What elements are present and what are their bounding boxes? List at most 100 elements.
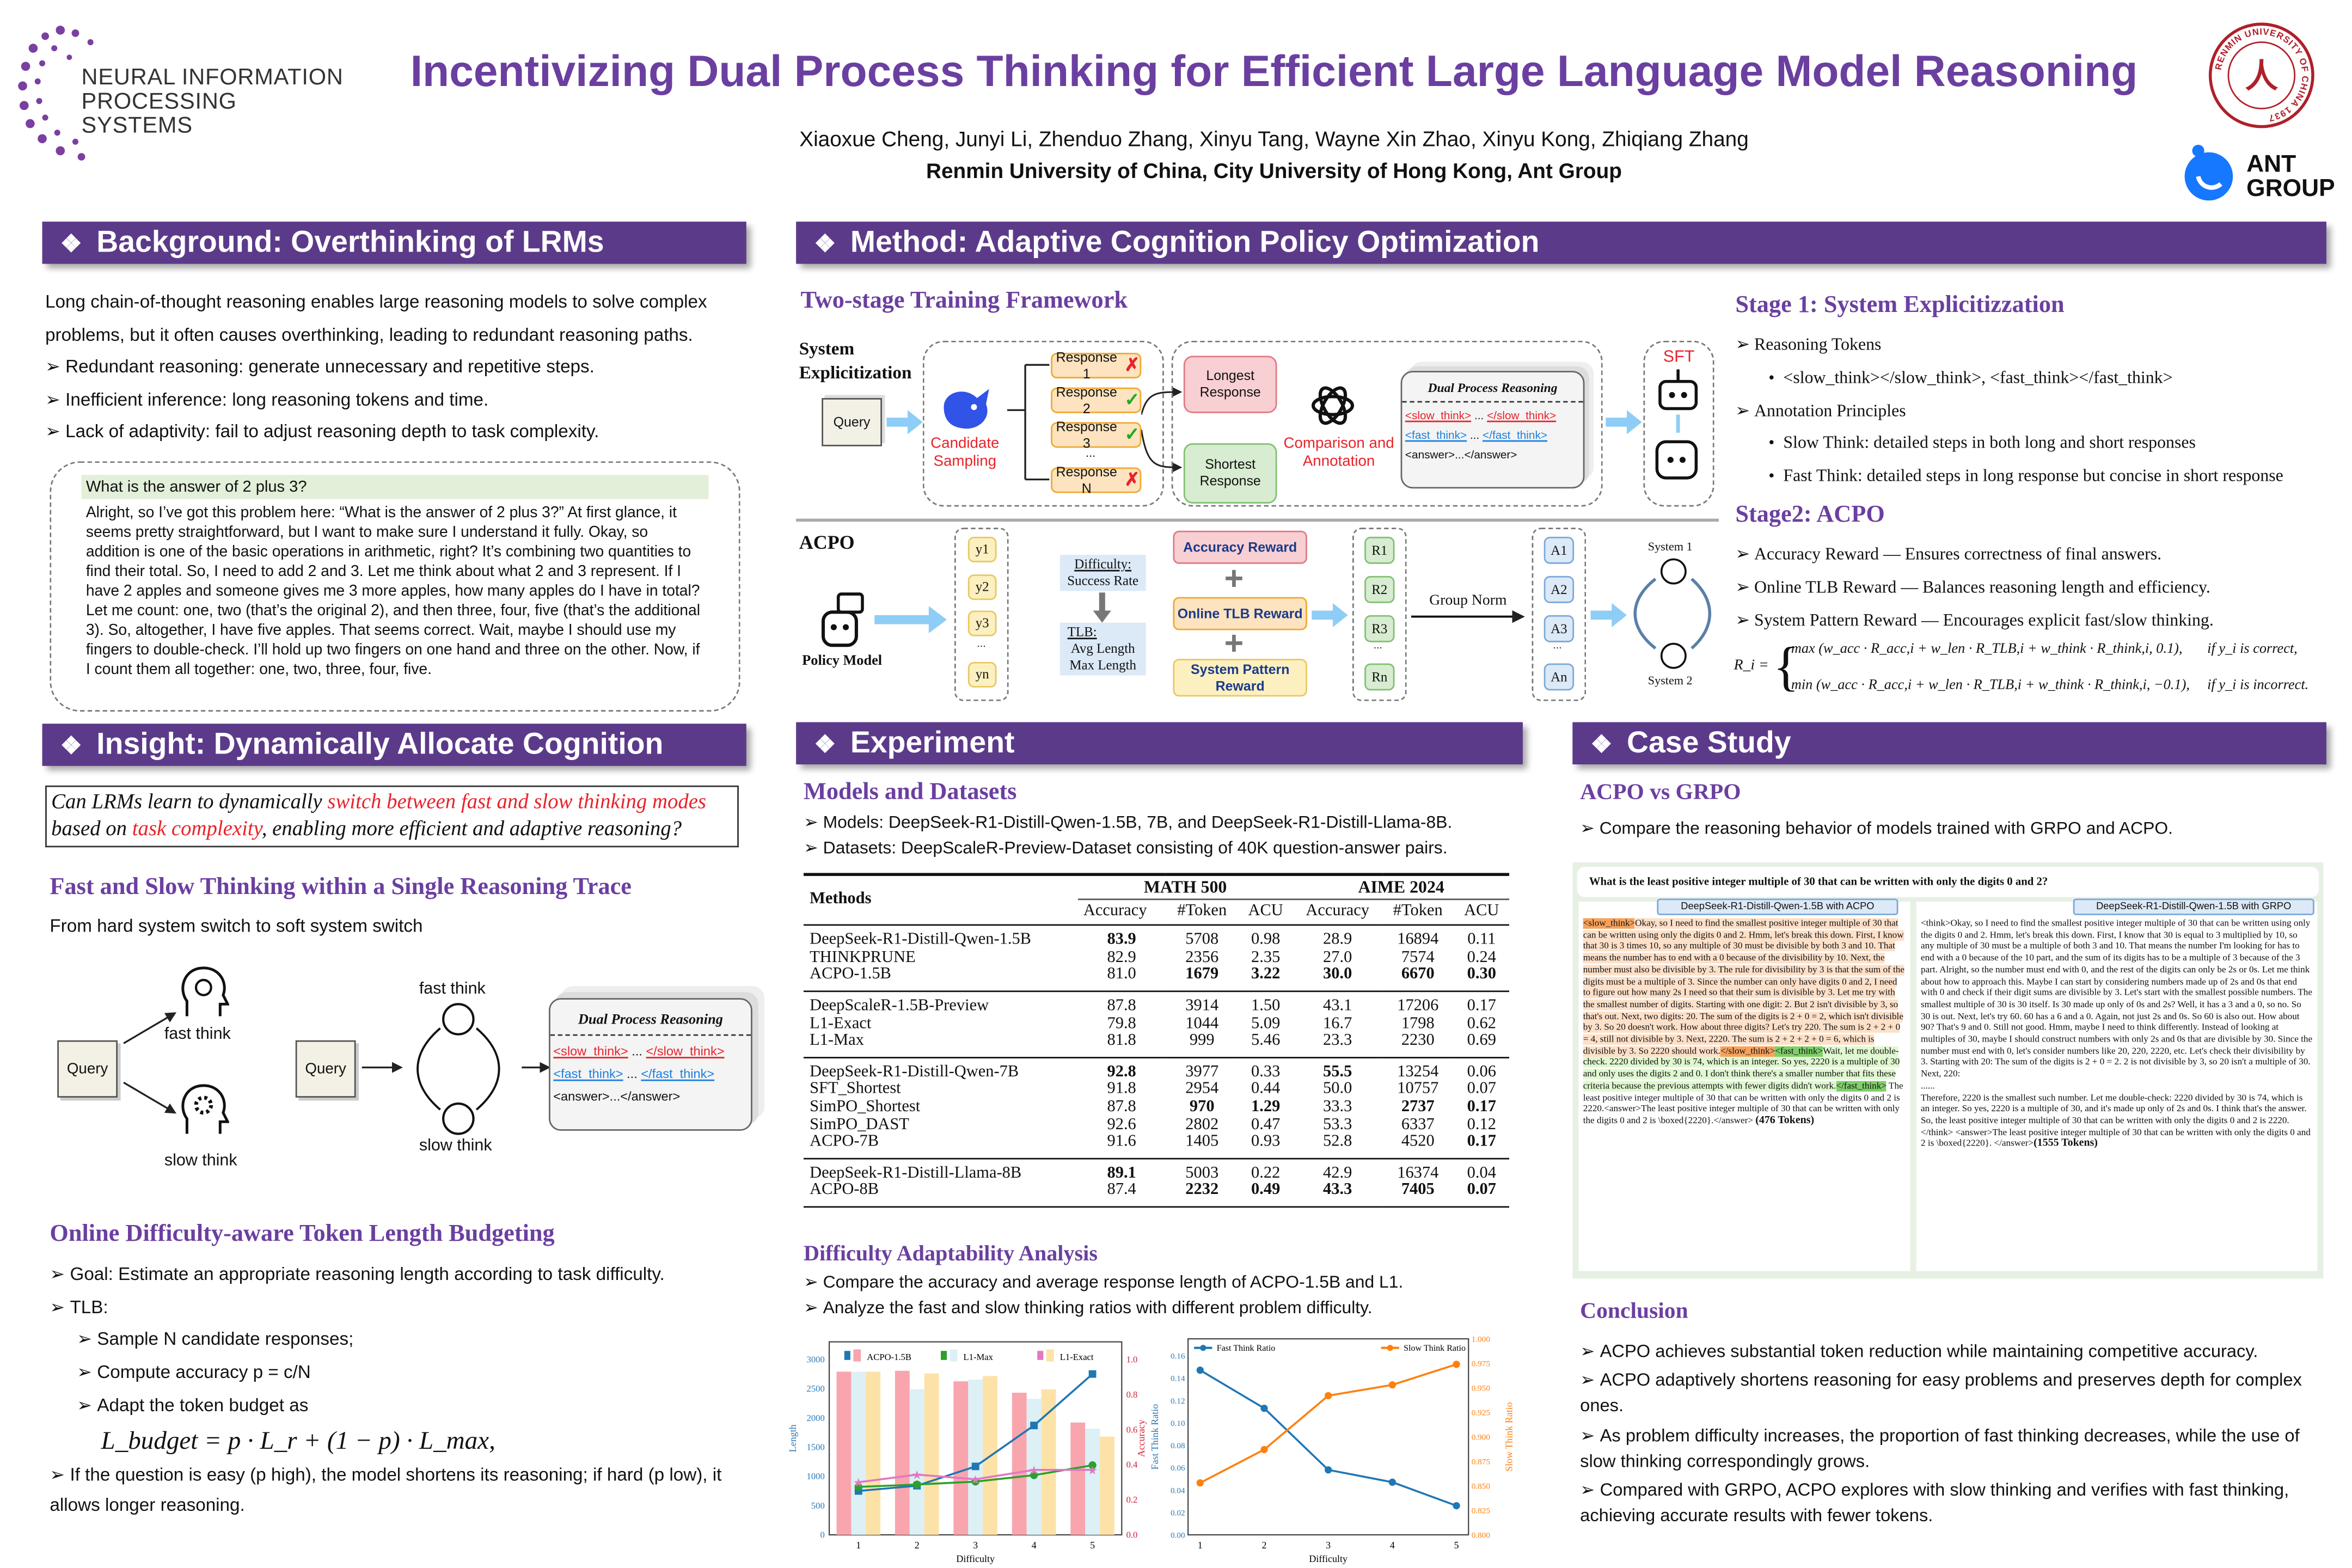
length-point: [854, 1483, 862, 1491]
length-point: [913, 1480, 921, 1489]
value-cell: 0.24: [1467, 948, 1496, 966]
x-axis-label: Difficulty: [956, 1553, 995, 1564]
value-cell: 6670: [1401, 965, 1435, 984]
ratio-point: [1260, 1404, 1268, 1412]
eq-cond1: if y_i is correct,: [2207, 642, 2298, 658]
accuracy-bar: [1012, 1393, 1027, 1535]
advantage-a: An: [1543, 663, 1575, 691]
ratio-point: [1388, 1381, 1396, 1389]
value-cell: 1679: [1185, 965, 1219, 984]
conclusion-item: ACPO achieves substantial token reductio…: [1580, 1339, 2326, 1365]
value-cell: 0.04: [1467, 1163, 1496, 1182]
advantages-box: [1532, 528, 1587, 701]
system2-label: System 2: [1647, 673, 1693, 688]
value-cell: 0.30: [1467, 965, 1496, 984]
accuracy-bar: [836, 1371, 852, 1535]
x-tick-label: 3: [973, 1540, 978, 1551]
stage2-list: Accuracy Reward — Ensures correctness of…: [1735, 540, 2326, 638]
value-cell: 7405: [1401, 1181, 1435, 1199]
y2-tick-label: 0.850: [1472, 1482, 1491, 1491]
stage2-bullet: Accuracy Reward — Ensures correctness of…: [1735, 540, 2326, 572]
value-cell: 55.5: [1323, 1062, 1352, 1081]
output-y: y1: [967, 536, 997, 562]
dpr-title: Dual Process Reasoning: [1402, 380, 1583, 403]
group-header: AIME 2024: [1293, 874, 1509, 900]
comparison-annotation-box: [1171, 340, 1603, 507]
legend-marker: [1200, 1345, 1206, 1351]
length-point: [1088, 1461, 1097, 1469]
y-tick-label: 0.10: [1171, 1419, 1185, 1428]
fast-think-label: fast think: [164, 1025, 231, 1044]
value-cell: 87.8: [1107, 996, 1136, 1015]
value-cell: 0.62: [1467, 1014, 1496, 1032]
arrow-icon: [1411, 610, 1525, 623]
value-cell: 1798: [1401, 1014, 1435, 1032]
ant-line2: GROUP: [2246, 176, 2335, 203]
gear-head-icon: [181, 1084, 229, 1134]
value-cell: 0.47: [1251, 1114, 1281, 1134]
x-tick-label: 5: [1454, 1540, 1459, 1551]
y-tick-label: 0.06: [1171, 1463, 1185, 1473]
y2-tick-label: 0.6: [1126, 1424, 1138, 1435]
section-insight-header: ❖Insight: Dynamically Allocate Cognition: [42, 724, 746, 766]
ruc-emblem-icon: 人: [2245, 58, 2278, 95]
acpo-response: <slow_think>Okay, so I need to find the …: [1578, 918, 1910, 1127]
tlb-formula: L_budget = p · L_r + (1 − p) · L_max,: [101, 1425, 495, 1454]
section-title: Method: Adaptive Cognition Policy Optimi…: [850, 226, 1540, 260]
response-label: Response 1: [1056, 349, 1117, 381]
reward-r: R2: [1364, 575, 1395, 603]
advantage-a: A1: [1543, 536, 1575, 564]
section-experiment-header: ❖Experiment: [796, 722, 1523, 764]
success-rate-label: Success Rate: [1067, 573, 1139, 588]
arrow-icon: [362, 1062, 403, 1073]
reward-r: Rn: [1364, 663, 1395, 691]
value-cell: 0.69: [1467, 1031, 1496, 1050]
value-cell: 2954: [1185, 1080, 1219, 1098]
acpo-answer: The least positive integer multiple of 3…: [1583, 1081, 1903, 1126]
y2-tick-label: 0.925: [1472, 1408, 1491, 1418]
y2-tick-label: 0.4: [1126, 1460, 1138, 1470]
x-tick-label: 2: [915, 1540, 920, 1551]
sft-label: SFT: [1663, 348, 1695, 366]
value-cell: 2230: [1401, 1031, 1435, 1050]
grpo-text-2: Therefore, 2220 is the smallest such num…: [1920, 1092, 2311, 1150]
y-tick-label: 1000: [807, 1471, 825, 1481]
y2-tick-label: 0.800: [1472, 1531, 1491, 1540]
advantage-a: A3: [1543, 615, 1575, 642]
eq-case1: max (w_acc · R_acc,i + w_len · R_TLB,i +…: [1791, 642, 2183, 658]
cycle-icon: [416, 1003, 500, 1135]
accuracy-length-chart: 0500100015002000250030000.00.20.40.60.81…: [787, 1341, 1147, 1564]
grpo-response: <think>Okay, so I need to find the small…: [1916, 918, 2318, 1150]
background-intro: Long chain-of-thought reasoning enables …: [45, 291, 707, 345]
datasets-line: Datasets: DeepScaleR-Preview-Dataset con…: [804, 837, 1520, 862]
section-background-header: ❖Background: Overthinking of LRMs: [42, 222, 746, 264]
y-tick-label: 3000: [807, 1354, 825, 1364]
plot-frame: [828, 1341, 1123, 1536]
diamond-icon: ❖: [814, 732, 836, 758]
y-tick-label: 2500: [807, 1383, 825, 1394]
slow-think-label-2: slow think: [419, 1136, 492, 1155]
stage1-bullet: Reasoning Tokens: [1735, 330, 2326, 363]
x-tick-label: 3: [1326, 1540, 1331, 1551]
method-cell: L1-Exact: [810, 1014, 872, 1032]
fast-think-close: </fast_think>: [1836, 1081, 1886, 1092]
background-text: Long chain-of-thought reasoning enables …: [45, 286, 739, 449]
example-question: What is the answer of 2 plus 3?: [81, 475, 709, 499]
group-header: MATH 500: [1077, 874, 1294, 900]
think-ratio-chart: 0.000.020.040.060.080.100.120.140.160.80…: [1149, 1335, 1515, 1564]
grpo-column: DeepSeek-R1-Distill-Qwen-1.5B with GRPO …: [1916, 898, 2318, 1271]
case-intro: Compare the reasoning behavior of models…: [1580, 814, 2173, 847]
value-cell: 79.8: [1107, 1014, 1136, 1032]
policy-model-label: Policy Model: [802, 654, 883, 670]
candidate-sampling-box: [922, 340, 1164, 507]
section-case-header: ❖Case Study: [1572, 722, 2326, 764]
stage1-label: System Explicitization: [799, 338, 912, 383]
case-subheading: ACPO vs GRPO: [1580, 781, 1741, 805]
method-cell: DeepSeek-R1-Distill-Qwen-1.5B: [810, 930, 1032, 949]
column-header: #Token: [1177, 901, 1227, 920]
response-box: Response 2 ✓: [1051, 384, 1142, 415]
legend-bar-swatch: [853, 1349, 861, 1362]
